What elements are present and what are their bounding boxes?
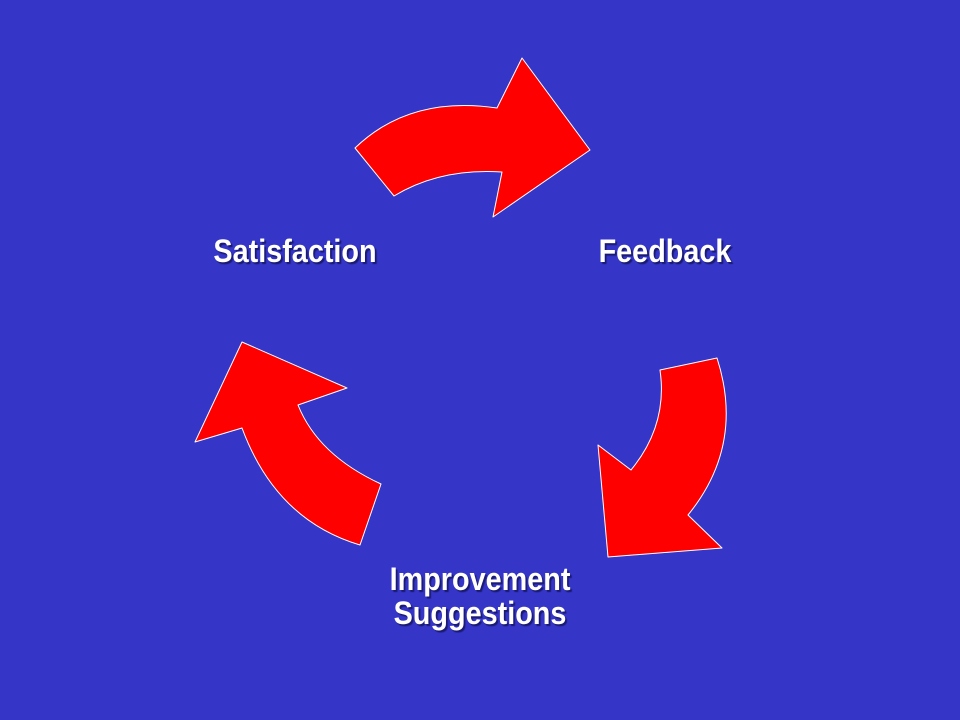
node-label-improvement-suggestions: Improvement Suggestions (354, 562, 606, 630)
node-label-improvement-line2: Suggestions (393, 595, 567, 631)
arrow-satisfaction-to-feedback (354, 57, 591, 218)
node-label-feedback: Feedback (598, 233, 732, 269)
node-label-satisfaction: Satisfaction (213, 233, 377, 269)
arrow-feedback-to-improvement (597, 357, 727, 558)
arrow-improvement-to-satisfaction (194, 341, 382, 546)
node-label-improvement-line1: Improvement (389, 561, 571, 597)
